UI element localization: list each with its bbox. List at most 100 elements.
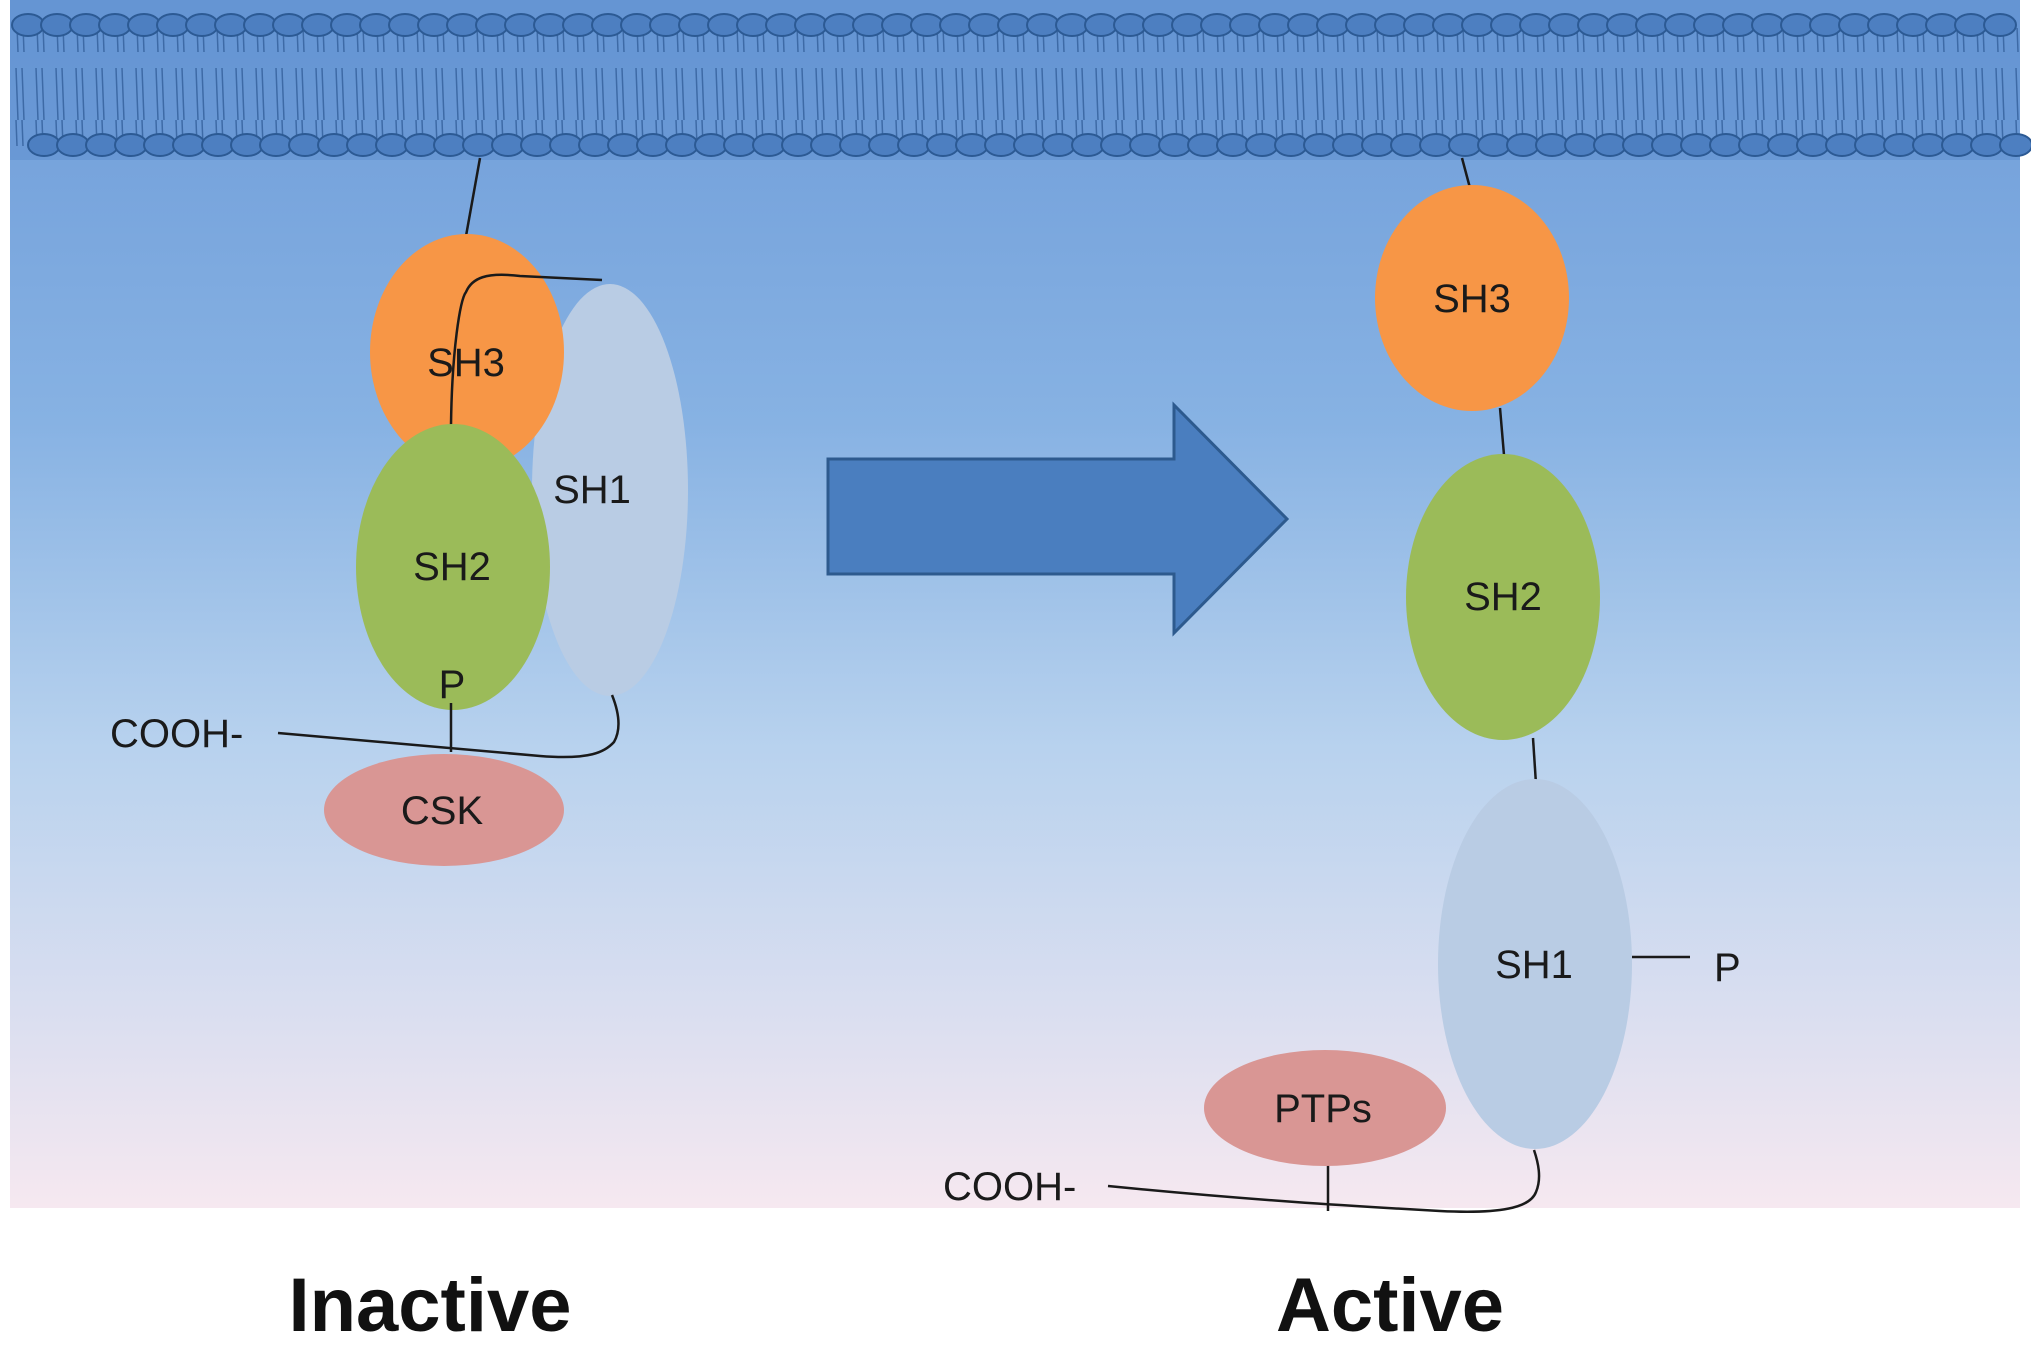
lipid-head [330, 13, 364, 37]
lipid-head [868, 133, 902, 157]
lipid-head [433, 133, 467, 157]
lipid-head [620, 13, 654, 37]
lipid-head [1013, 133, 1047, 157]
lipid-head [69, 13, 103, 37]
lipid-head [346, 133, 380, 157]
lipid-head [1651, 133, 1685, 157]
lipid-head [955, 133, 989, 157]
lipid-head [1258, 13, 1292, 37]
lipid-head [1564, 133, 1598, 157]
active-src: SH3 SH2 SH1 P PTPs COOH- [943, 157, 1741, 1213]
lipid-head [230, 133, 264, 157]
lipid-head [1825, 133, 1859, 157]
lipid-head [1693, 13, 1727, 37]
sh3-domain [370, 234, 564, 470]
sh2-label: SH2 [1464, 575, 1542, 619]
lipid-head [649, 13, 683, 37]
lipid-head [636, 133, 670, 157]
lipid-head [375, 133, 409, 157]
lipid-head [475, 13, 509, 37]
lipid-head [1577, 13, 1611, 37]
lipid-head [1883, 133, 1917, 157]
lipid-head [520, 133, 554, 157]
lipid-head [301, 13, 335, 37]
lipid-head [185, 13, 219, 37]
lipid-head [1838, 13, 1872, 37]
lipid-head [288, 133, 322, 157]
lipid-head [1912, 133, 1946, 157]
lipid-head [1129, 133, 1163, 157]
lipid-head [1042, 133, 1076, 157]
lipid-head [1680, 133, 1714, 157]
lipid-head [562, 13, 596, 37]
sh1-label: SH1 [1495, 943, 1573, 987]
lipid-head [1100, 133, 1134, 157]
sh1-domain [1438, 779, 1632, 1149]
lipid-head [736, 13, 770, 37]
lipid-head [1709, 133, 1743, 157]
lipid-head [1535, 133, 1569, 157]
lipid-head [1345, 13, 1379, 37]
phosphate-label: P [439, 663, 466, 707]
lipid-head [852, 13, 886, 37]
lipid-head [1925, 13, 1959, 37]
sh3-label: SH3 [1433, 277, 1511, 321]
lipid-head [1461, 13, 1495, 37]
lipid-head [939, 13, 973, 37]
lipid-head [1622, 133, 1656, 157]
lipid-head [214, 13, 248, 37]
lipid-head [810, 133, 844, 157]
lipid-head [1403, 13, 1437, 37]
lipid-head [359, 13, 393, 37]
lipid-head [404, 133, 438, 157]
lipid-head [1216, 133, 1250, 157]
sh2-label: SH2 [413, 545, 491, 589]
lipid-head [1809, 13, 1843, 37]
lipid-head [1983, 13, 2017, 37]
sh3-sh2-linker [1498, 407, 1506, 456]
lipid-head [1477, 133, 1511, 157]
lipid-head [1519, 13, 1553, 37]
lipid-head [462, 133, 496, 157]
lipid-head [1374, 13, 1408, 37]
lipid-head [1200, 13, 1234, 37]
sh1-label: SH1 [553, 468, 631, 512]
csk-enzyme [324, 754, 564, 866]
lipid-head [1448, 133, 1482, 157]
lipid-head [1419, 133, 1453, 157]
cell-membrane [10, 0, 2031, 160]
active-title: Active [1276, 1263, 1504, 1348]
lipid-head [1954, 13, 1988, 37]
lipid-head [1432, 13, 1466, 37]
lipid-head [1071, 133, 1105, 157]
activation-arrow [826, 401, 1290, 637]
lipid-head [1361, 133, 1395, 157]
lipid-head [1142, 13, 1176, 37]
lipid-head [1113, 13, 1147, 37]
lipid-head [40, 13, 74, 37]
lipid-head [723, 133, 757, 157]
lipid-head [926, 133, 960, 157]
lipid-head [243, 13, 277, 37]
lipid-head [446, 13, 480, 37]
cooh-label: COOH- [110, 712, 243, 756]
lipid-head [1390, 133, 1424, 157]
c-terminal-tail [277, 694, 620, 759]
lipid-head [897, 133, 931, 157]
lipid-head [997, 13, 1031, 37]
cytoplasm-background [10, 0, 2020, 1208]
lipid-head [968, 13, 1002, 37]
lipid-head [172, 133, 206, 157]
ptps-label: PTPs [1274, 1087, 1372, 1131]
lipid-head [1303, 133, 1337, 157]
lipid-head [781, 133, 815, 157]
lipid-head [1896, 13, 1930, 37]
inactive-src: SH3 SH1 SH2 P COOH- CSK [110, 157, 688, 866]
lipid-head [1635, 13, 1669, 37]
sh2-domain [356, 424, 550, 710]
linker-loop [449, 273, 603, 426]
lipid-head [98, 13, 132, 37]
lipid-head [607, 133, 641, 157]
lipid-head [1780, 13, 1814, 37]
